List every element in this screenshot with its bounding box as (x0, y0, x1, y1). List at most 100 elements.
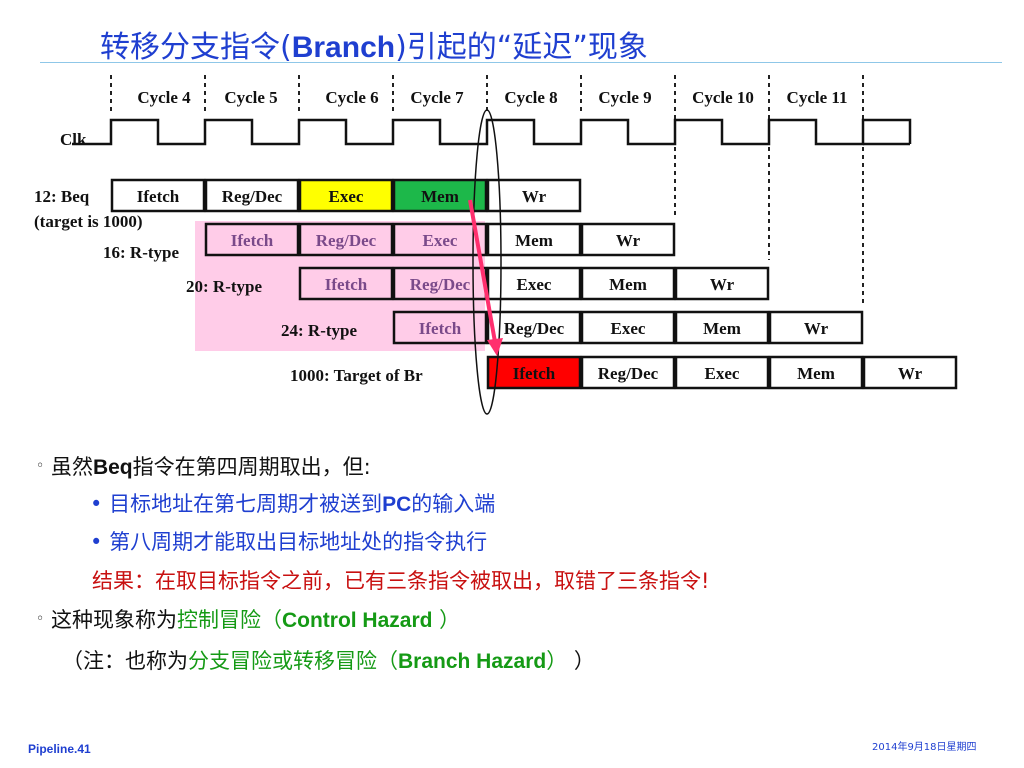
note-text: （注：也称为 (62, 649, 188, 673)
title-part: )引起的“延迟”现象 (395, 30, 648, 65)
stage-box (674, 355, 770, 390)
note-text: ） (567, 649, 595, 673)
note-text: ） (546, 649, 568, 673)
instr-label-beq: 12: Beq (34, 187, 90, 206)
stage-box (486, 355, 582, 390)
stage-box (580, 222, 676, 257)
note-line: （注：也称为分支冒险或转移冒险（Branch Hazard） ） (62, 645, 595, 675)
bullet-text: 的输入端 (411, 492, 496, 516)
bullet-1a: • 目标地址在第七周期才被送到PC的输入端 (90, 488, 495, 518)
bullet-text: 指令在第四周期取出，但: (132, 455, 371, 479)
stage-box (768, 310, 864, 345)
stage-box (486, 266, 582, 301)
stage-label: Wr (616, 231, 641, 250)
stage-box (486, 222, 582, 257)
clk-label: Clk (60, 130, 87, 149)
cycle-label: Cycle 6 (325, 88, 378, 107)
stage-label: Mem (421, 187, 459, 206)
stage-label: Reg/Dec (316, 231, 377, 250)
stage-label: Ifetch (419, 319, 462, 338)
stage-label: Exec (329, 187, 364, 206)
ring-bullet-icon: ◦ (36, 611, 45, 627)
footer-page-label: Pipeline.41 (28, 742, 91, 756)
stage-box (204, 178, 300, 213)
instr-label-20: 20: R-type (186, 277, 262, 296)
stage-label: Wr (710, 275, 735, 294)
branch-resolve-arrow (468, 199, 497, 343)
dot-bullet-icon: • (90, 492, 103, 516)
stage-box (486, 178, 582, 213)
ring-bullet-icon: ◦ (36, 458, 45, 474)
stage-label: Ifetch (513, 364, 556, 383)
stage-box (392, 310, 488, 345)
slide-title: 转移分支指令(Branch)引起的“延迟”现象 (100, 22, 648, 66)
stage-box (298, 266, 394, 301)
stage-label: Exec (611, 319, 646, 338)
clock-waveform (72, 118, 912, 146)
title-part: 转移分支指令( (100, 30, 292, 65)
stage-label: Ifetch (137, 187, 180, 206)
cycle-label: Cycle 5 (224, 88, 277, 107)
bullet-1b: • 第八周期才能取出目标地址处的指令执行 (90, 526, 487, 556)
stage-box (110, 178, 206, 213)
stage-label: Mem (515, 231, 553, 250)
result-line: 结果：在取目标指令之前，已有三条指令被取出，取错了三条指令! (92, 569, 710, 593)
bullet-text: 虽然 (50, 455, 93, 479)
stage-label: Exec (705, 364, 740, 383)
cycle8-boundary-ellipse (472, 109, 502, 415)
stage-label: Exec (517, 275, 552, 294)
cycle-separators (110, 75, 864, 305)
title-divider (40, 62, 1002, 63)
stage-label: Wr (522, 187, 547, 206)
stage-box (298, 178, 394, 213)
stage-label: Mem (609, 275, 647, 294)
stage-label: Mem (703, 319, 741, 338)
stage-box (580, 266, 676, 301)
stage-label: Ifetch (231, 231, 274, 250)
instr-label-24: 24: R-type (281, 321, 357, 340)
flushed-instructions-region (195, 221, 485, 351)
stage-box (392, 222, 488, 257)
stage-box (862, 355, 958, 390)
stage-label: Ifetch (325, 275, 368, 294)
stage-box (486, 310, 582, 345)
stage-label: Reg/Dec (410, 275, 471, 294)
footer-date: 2014年9月18日星期四 (872, 742, 977, 753)
stage-label: Reg/Dec (504, 319, 565, 338)
instr-label-1000: 1000: Target of Br (290, 366, 423, 385)
stage-box (768, 355, 864, 390)
dot-bullet-icon: • (90, 530, 103, 554)
control-hazard-term: 控制冒险（ (176, 608, 282, 632)
cycle-label: Cycle 4 (137, 88, 191, 107)
stage-label: Reg/Dec (598, 364, 659, 383)
stage-box (204, 222, 300, 257)
arrow-head-icon (487, 338, 503, 356)
cycle-label: Cycle 10 (692, 88, 754, 107)
stage-label: Exec (423, 231, 458, 250)
cycle-label: Cycle 11 (787, 88, 848, 107)
bullet-text: 第八周期才能取出目标地址处的指令执行 (109, 530, 488, 554)
branch-hazard-en: Branch Hazard (398, 650, 547, 673)
title-bold: Branch (291, 31, 396, 64)
cycle-label: Cycle 9 (598, 88, 651, 107)
stage-box (298, 222, 394, 257)
stage-box (580, 355, 676, 390)
stage-box (674, 266, 770, 301)
stage-label: Reg/Dec (222, 187, 283, 206)
bullet-2: ◦ 这种现象称为控制冒险（Control Hazard ） (36, 604, 460, 634)
stage-box (674, 310, 770, 345)
cycle-label: Cycle 8 (504, 88, 557, 107)
control-hazard-en: Control Hazard (281, 609, 433, 632)
instr-label-16: 16: R-type (103, 243, 179, 262)
bullet-text: 这种现象称为 (50, 608, 177, 632)
pipeline-diagram: Cycle 4 Cycle 5 Cycle 6 Cycle 7 Cycle 8 … (34, 75, 958, 415)
bullet-1: ◦ 虽然Beq指令在第四周期取出，但: (36, 451, 371, 481)
bullet-bold: Beq (92, 456, 133, 479)
bullet-text: 目标地址在第七周期才被送到 (109, 492, 383, 516)
stage-label: Mem (797, 364, 835, 383)
stage-box (580, 310, 676, 345)
branch-hazard-term: 分支冒险或转移冒险（ (188, 649, 398, 673)
instr-sublabel-beq: (target is 1000) (34, 212, 143, 231)
bullet-text: ） (432, 608, 461, 632)
cycle-label: Cycle 7 (410, 88, 464, 107)
